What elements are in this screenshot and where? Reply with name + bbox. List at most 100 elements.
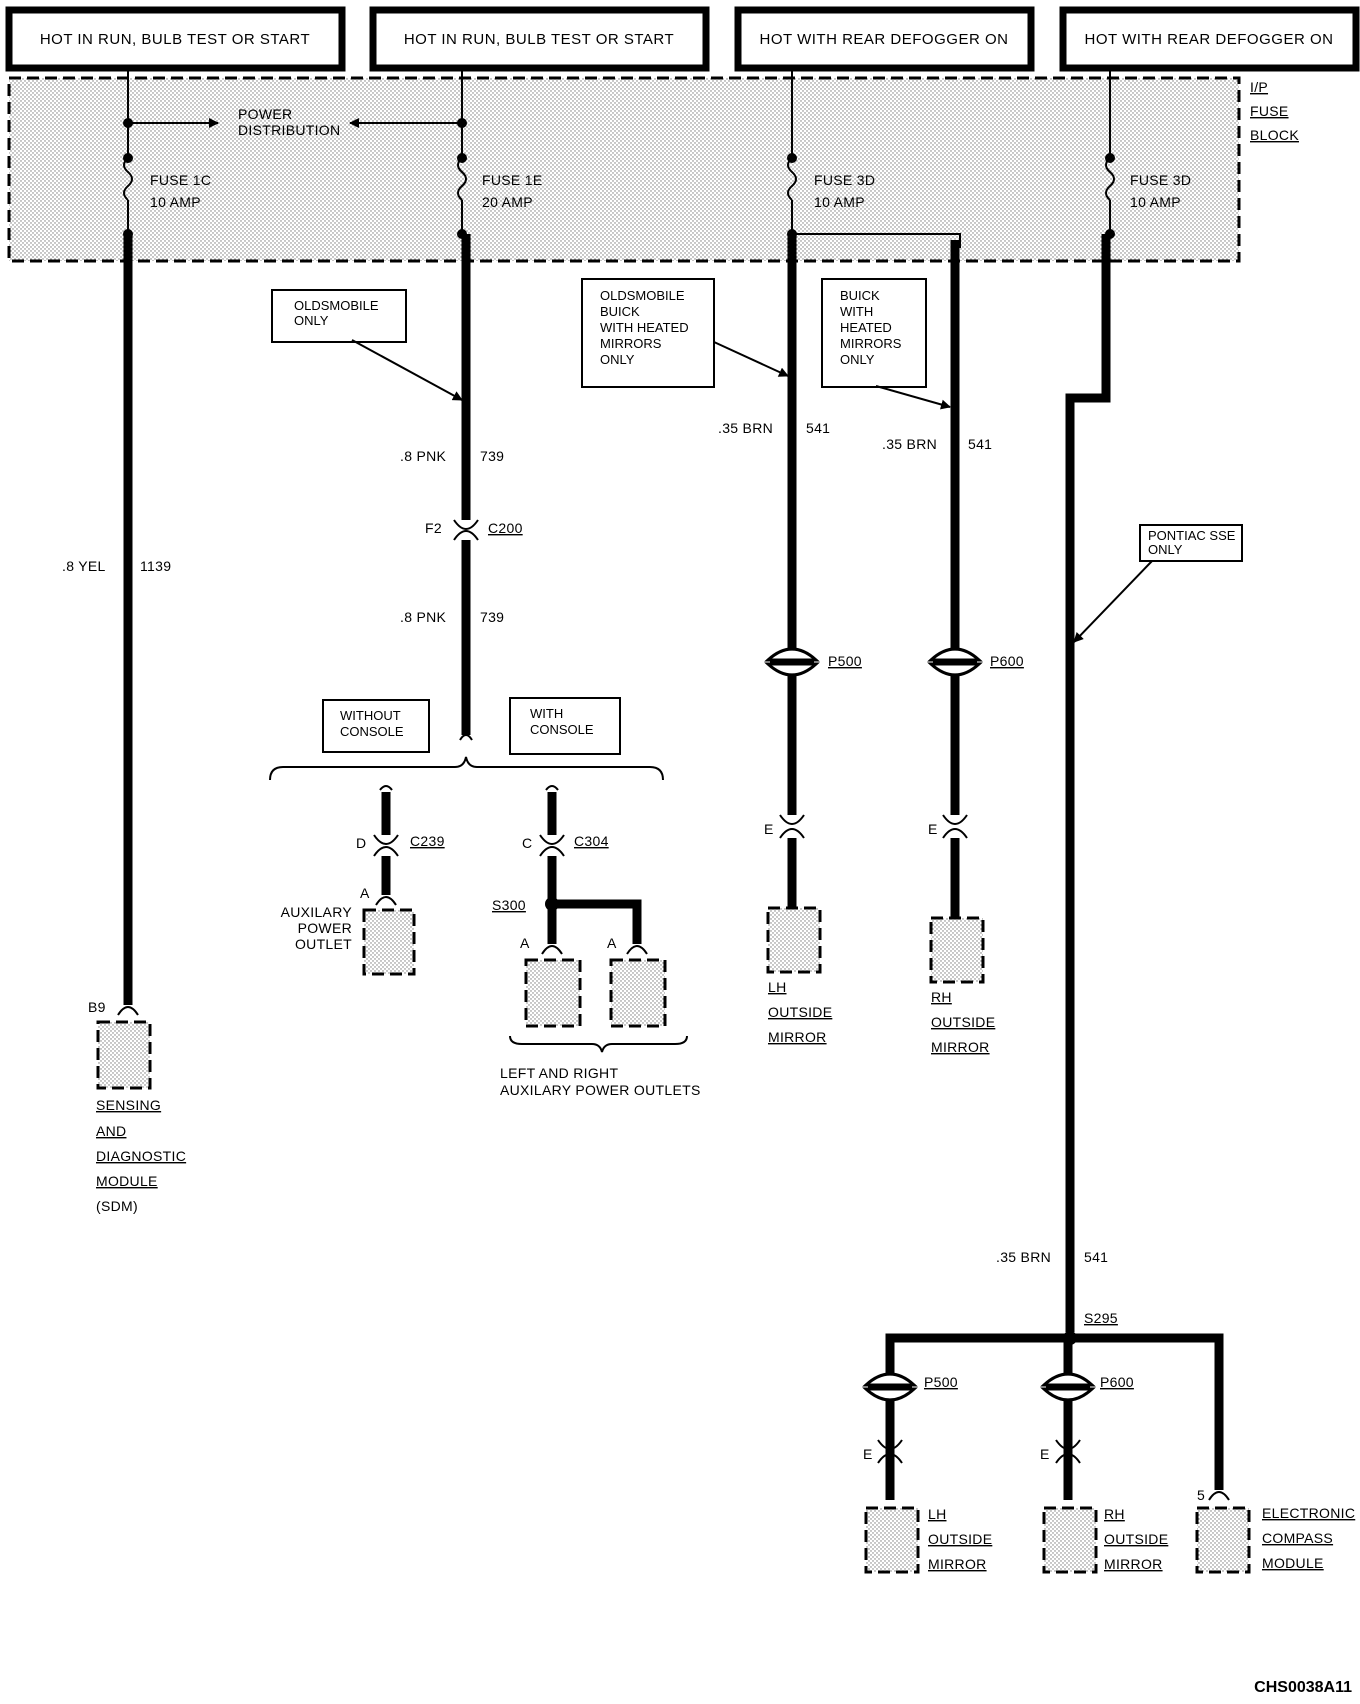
svg-text:MIRROR: MIRROR [928, 1556, 987, 1572]
svg-text:S295: S295 [1084, 1310, 1118, 1326]
note-with-console [509, 697, 621, 755]
svg-text:D: D [356, 835, 366, 851]
svg-text:LEFT AND RIGHT: LEFT AND RIGHT [500, 1065, 618, 1081]
svg-text:S300: S300 [492, 897, 526, 913]
wire-circuit-4: 541 [968, 436, 992, 452]
svg-text:MIRROR: MIRROR [768, 1029, 827, 1045]
header-box-1: HOT IN RUN, BULB TEST OR START [5, 6, 346, 72]
svg-text:DISTRIBUTION: DISTRIBUTION [238, 122, 340, 138]
lh-mirror-component-2 [864, 1506, 920, 1574]
svg-text:5: 5 [1197, 1487, 1205, 1503]
svg-text:RH: RH [931, 989, 952, 1005]
compass-module-component [1195, 1506, 1251, 1574]
svg-text:C200: C200 [488, 520, 523, 536]
wire-size-2a: .8 PNK [400, 448, 447, 464]
svg-text:OUTSIDE: OUTSIDE [928, 1531, 992, 1547]
note-buick [821, 278, 927, 388]
note-without-console [322, 699, 430, 753]
circuit-lh-mirror: OLDSMOBILE BUICK WITH HEATED MIRRORS ONL… [581, 233, 961, 1045]
note-pontiac [1139, 524, 1243, 562]
rh-mirror-component-1 [929, 916, 985, 984]
svg-text:E: E [863, 1446, 873, 1462]
wire-size-1: .8 YEL [62, 558, 106, 574]
svg-text:FUSE 1E: FUSE 1E [482, 172, 542, 188]
svg-text:LH: LH [928, 1506, 947, 1522]
svg-text:20 AMP: 20 AMP [482, 194, 533, 210]
svg-text:ONLY: ONLY [600, 352, 635, 367]
svg-text:FUSE 1C: FUSE 1C [150, 172, 211, 188]
svg-text:A: A [520, 935, 530, 951]
svg-text:HEATED: HEATED [840, 320, 892, 335]
fuse-3d-left: FUSE 3D 10 AMP [787, 68, 875, 239]
svg-text:SENSING: SENSING [96, 1097, 161, 1113]
svg-text:AUXILARY POWER OUTLETS: AUXILARY POWER OUTLETS [500, 1082, 701, 1098]
svg-text:MIRROR: MIRROR [931, 1039, 990, 1055]
figure-id: CHS0038A11 [1254, 1679, 1352, 1696]
svg-text:B9: B9 [88, 999, 106, 1015]
svg-text:OUTSIDE: OUTSIDE [1104, 1531, 1168, 1547]
fuse-1e: FUSE 1E 20 AMP [457, 68, 542, 239]
svg-text:E: E [764, 821, 774, 837]
svg-text:BLOCK: BLOCK [1250, 127, 1299, 143]
svg-text:OUTSIDE: OUTSIDE [931, 1014, 995, 1030]
header-label-4: HOT WITH REAR DEFOGGER ON [1085, 31, 1334, 48]
circuit-aux-power: OLDSMOBILE ONLY .8 PNK 739 F2 C200 .8 PN… [269, 234, 701, 1098]
header-box-4: HOT WITH REAR DEFOGGER ON [1059, 6, 1360, 72]
svg-text:BUICK: BUICK [600, 304, 640, 319]
svg-text:F2: F2 [425, 520, 442, 536]
fuse-block-outline [7, 76, 1241, 263]
header-box-3: HOT WITH REAR DEFOGGER ON [734, 6, 1035, 72]
circuit-sdm: .8 YEL 1139 B9 SENSING AND DIAGNOSTIC MO… [62, 234, 186, 1214]
fuse-3d-right: FUSE 3D 10 AMP [1105, 68, 1191, 239]
right-aux-outlet-component [609, 958, 667, 1028]
svg-text:POWER: POWER [238, 106, 292, 122]
svg-text:P600: P600 [990, 653, 1024, 669]
wire-size-5: .35 BRN [996, 1249, 1051, 1265]
svg-text:MIRRORS: MIRRORS [840, 336, 902, 351]
svg-text:FUSE 3D: FUSE 3D [1130, 172, 1191, 188]
svg-text:C239: C239 [410, 833, 445, 849]
svg-text:MIRROR: MIRROR [1104, 1556, 1163, 1572]
svg-text:P500: P500 [924, 1374, 958, 1390]
svg-text:OLDSMOBILE: OLDSMOBILE [600, 288, 685, 303]
svg-text:(SDM): (SDM) [96, 1198, 138, 1214]
svg-text:RH: RH [1104, 1506, 1125, 1522]
svg-text:AND: AND [96, 1123, 126, 1139]
circuit-pontiac: PONTIAC SSE ONLY .35 BRN 541 S295 P500 E… [862, 234, 1355, 1574]
svg-text:MIRRORS: MIRRORS [600, 336, 662, 351]
svg-text:CONSOLE: CONSOLE [530, 722, 594, 737]
header-label-3: HOT WITH REAR DEFOGGER ON [760, 31, 1009, 48]
svg-text:E: E [1040, 1446, 1050, 1462]
wire-circuit-2b: 739 [480, 609, 504, 625]
svg-text:C: C [522, 835, 532, 851]
lh-mirror-component-1 [766, 906, 822, 974]
svg-text:CONSOLE: CONSOLE [340, 724, 404, 739]
svg-text:FUSE 3D: FUSE 3D [814, 172, 875, 188]
svg-text:E: E [928, 821, 938, 837]
header-box-2: HOT IN RUN, BULB TEST OR START [369, 6, 710, 72]
note-olds-buick [581, 278, 715, 388]
rh-mirror-component-2 [1042, 1506, 1098, 1574]
svg-text:ELECTRONIC: ELECTRONIC [1262, 1505, 1355, 1521]
header-label-2: HOT IN RUN, BULB TEST OR START [404, 31, 674, 48]
svg-text:10 AMP: 10 AMP [1130, 194, 1181, 210]
power-distribution-label: POWER DISTRIBUTION [128, 106, 462, 138]
svg-text:WITH HEATED: WITH HEATED [600, 320, 689, 335]
svg-text:I/P: I/P [1250, 79, 1268, 95]
svg-text:AUXILARY: AUXILARY [281, 904, 353, 920]
aux-outlet-component [362, 908, 416, 976]
left-aux-outlet-component [524, 958, 582, 1028]
svg-text:MODULE: MODULE [1262, 1555, 1324, 1571]
svg-text:LH: LH [768, 979, 787, 995]
wire-circuit-3: 541 [806, 420, 830, 436]
wire-size-4: .35 BRN [882, 436, 937, 452]
svg-text:WITHOUT: WITHOUT [340, 708, 401, 723]
fuse-block-label: I/P FUSE BLOCK [1250, 79, 1299, 143]
wire-size-2b: .8 PNK [400, 609, 447, 625]
svg-text:A: A [360, 885, 370, 901]
svg-text:POWER: POWER [298, 920, 352, 936]
wire-circuit-1: 1139 [140, 558, 171, 574]
svg-text:PONTIAC SSE: PONTIAC SSE [1148, 528, 1236, 543]
svg-text:COMPASS: COMPASS [1262, 1530, 1333, 1546]
